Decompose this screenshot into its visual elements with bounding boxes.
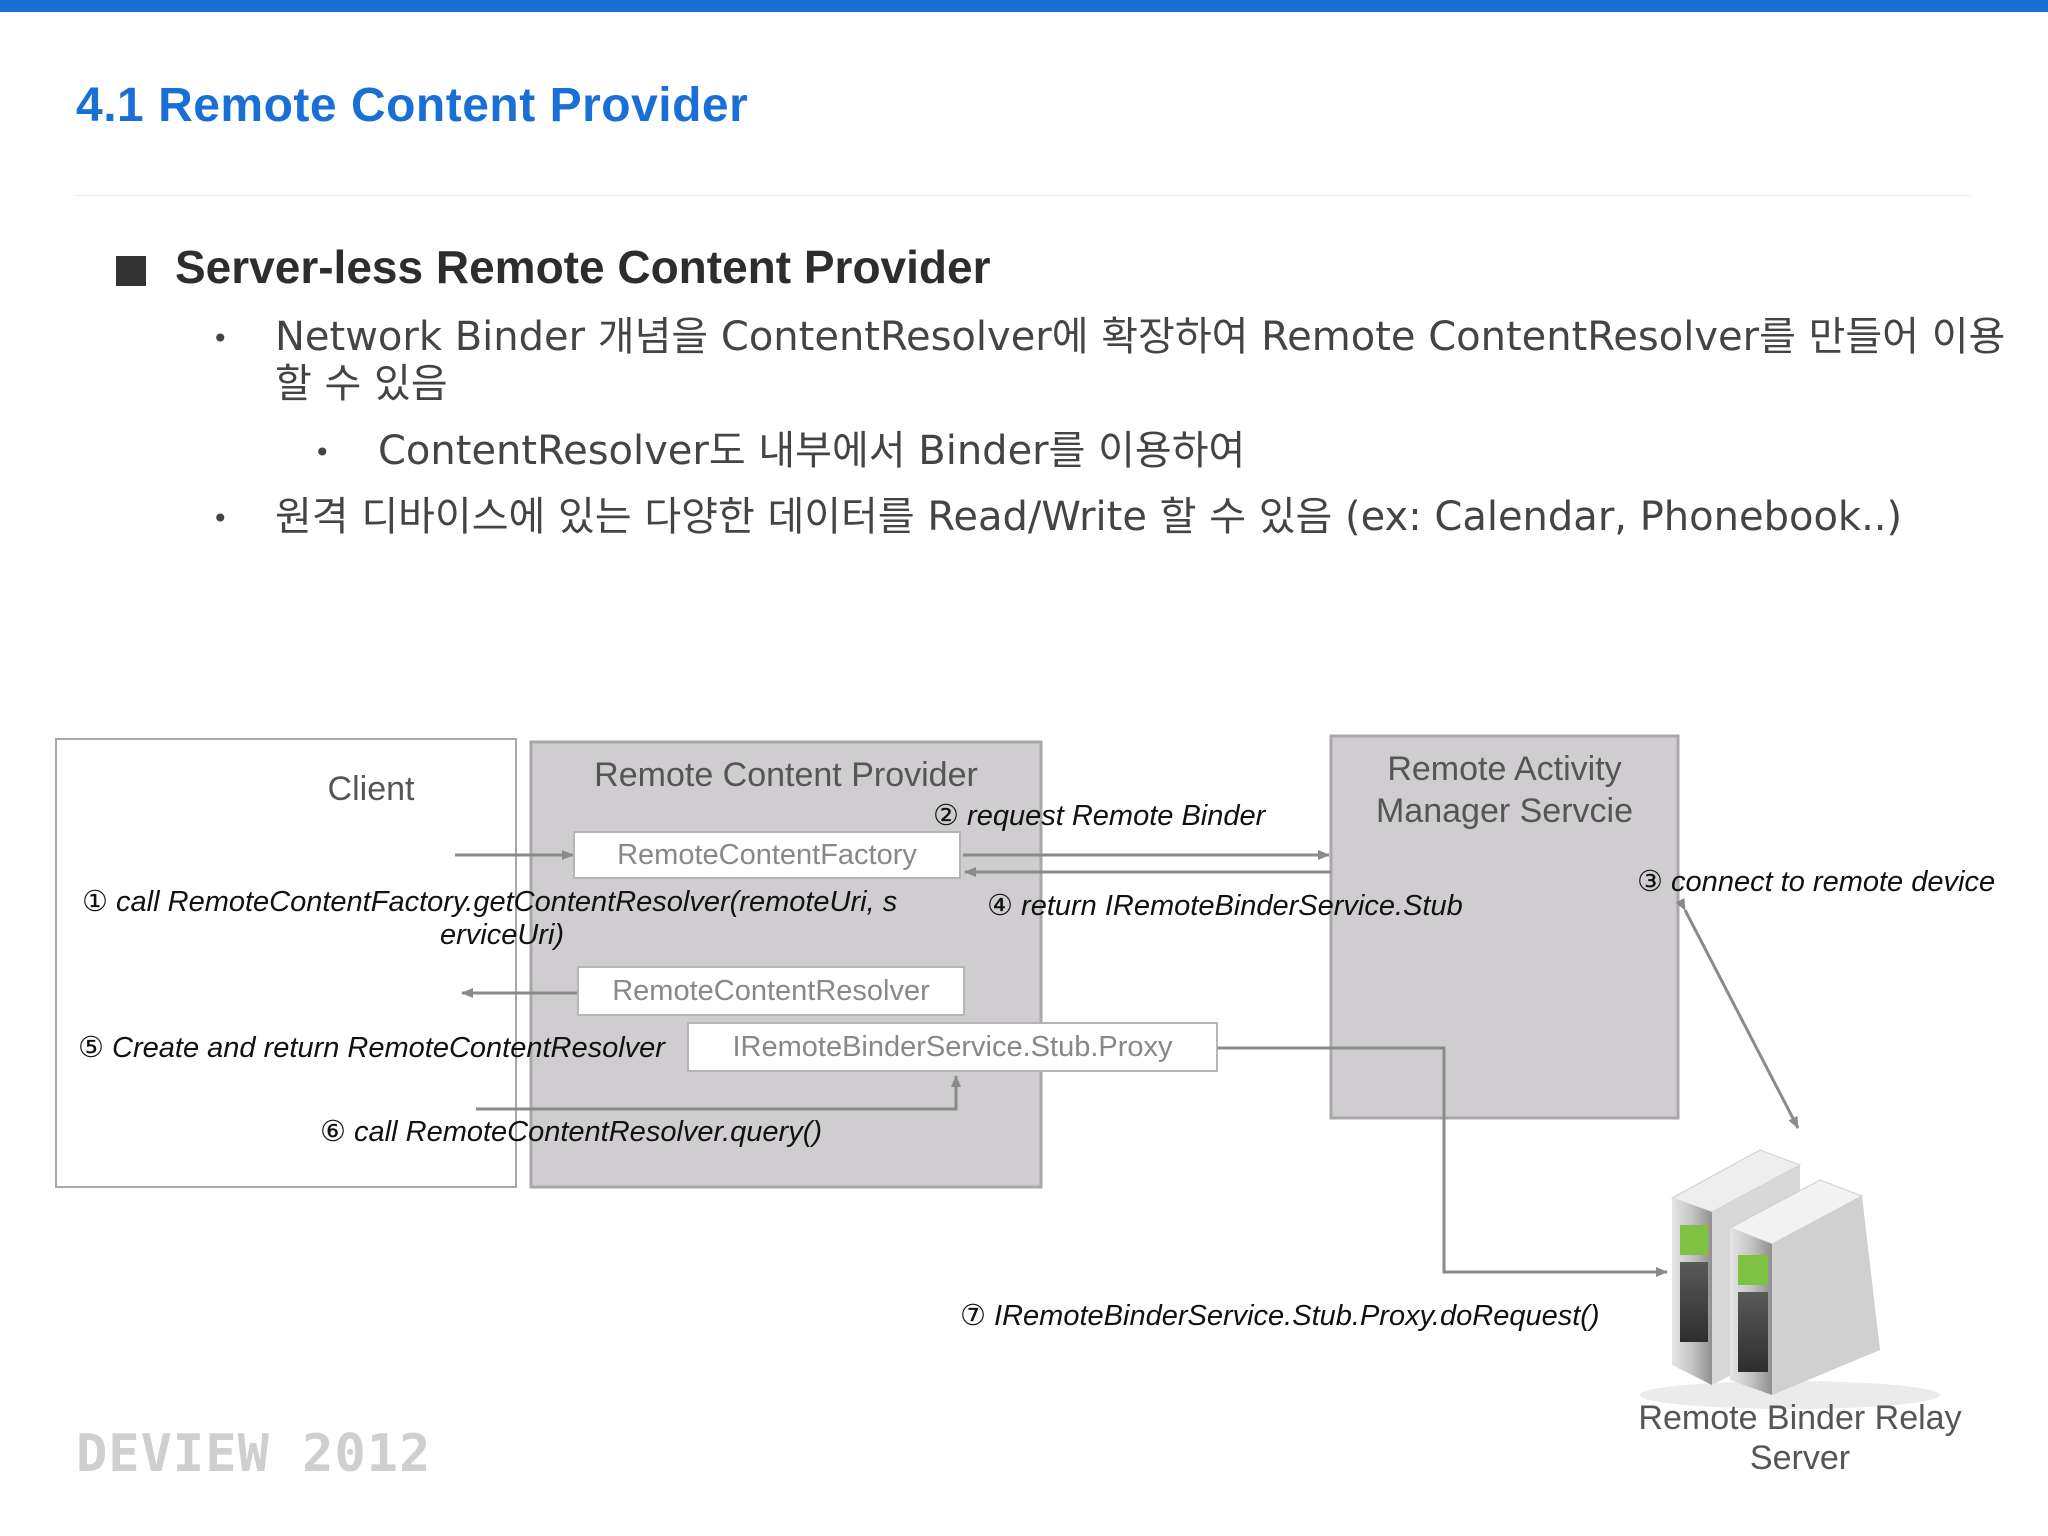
server-label-line-2: Server (1749, 1439, 1851, 1477)
client-label: Client (327, 770, 415, 808)
bullet-dot-2: • (212, 502, 229, 535)
bullet-2: 원격 디바이스에 있는 다양한 데이터를 Read/Write 할 수 있음 (… (275, 494, 1903, 540)
step-3-label: ③ connect to remote device (1637, 866, 1996, 898)
server-icon (1640, 1149, 1940, 1409)
step-5-label: ⑤ Create and return RemoteContentResolve… (78, 1032, 665, 1064)
bullet-1-line-1: Network Binder 개념을 ContentResolver에 확장하여… (275, 314, 2006, 360)
step-4-label: ④ return IRemoteBinderService.Stub (987, 890, 1463, 922)
arrow-step-6 (476, 1075, 961, 1111)
remote-content-provider-box (529, 740, 1043, 1189)
server-2-led-panel (1738, 1255, 1768, 1285)
step-7-label: ⑦ IRemoteBinderService.Stub.Proxy.doRequ… (960, 1300, 1600, 1332)
binder-proxy-box: IRemoteBinderService.Stub.Proxy (687, 1022, 1218, 1072)
activity-manager-label-1: Remote Activity (1387, 750, 1622, 788)
remote-content-resolver-box: RemoteContentResolver (577, 966, 965, 1016)
server-label: Remote Binder Relay Server (1610, 1398, 1990, 1478)
section-heading: Server-less Remote Content Provider (175, 241, 991, 293)
server-1-led-panel (1680, 1225, 1708, 1255)
activity-manager-label-2: Manager Servcie (1375, 792, 1633, 830)
step-1-label: ① call RemoteContentFactory.getContentRe… (82, 886, 898, 918)
bullet-dot-1: • (212, 322, 229, 355)
sub-bullet-1: ContentResolver도 내부에서 Binder를 이용하여 (378, 428, 1246, 474)
remote-content-factory-box: RemoteContentFactory (573, 831, 961, 879)
step-2-label: ② request Remote Binder (933, 800, 1266, 832)
slide-title: 4.1 Remote Content Provider (76, 79, 749, 132)
top-accent-bar (0, 0, 2048, 12)
step-1-label-wrap: erviceUri) (440, 919, 565, 951)
title-divider (76, 195, 1970, 196)
provider-label: Remote Content Provider (594, 756, 978, 794)
arrow-step-3 (1675, 897, 1800, 1129)
bullet-1-line-2: 할 수 있음 (275, 361, 448, 407)
arrow-step-7 (1218, 1046, 1668, 1277)
client-box (55, 738, 517, 1188)
server-label-line-1: Remote Binder Relay (1638, 1399, 1962, 1437)
remote-activity-manager-box (1329, 734, 1680, 1120)
deview-logo: DEVIEW 2012 (76, 1424, 432, 1484)
section-bullet-square (116, 256, 146, 286)
bullet-dot-sub: • (314, 436, 331, 469)
step-6-label: ⑥ call RemoteContentResolver.query() (320, 1116, 823, 1148)
